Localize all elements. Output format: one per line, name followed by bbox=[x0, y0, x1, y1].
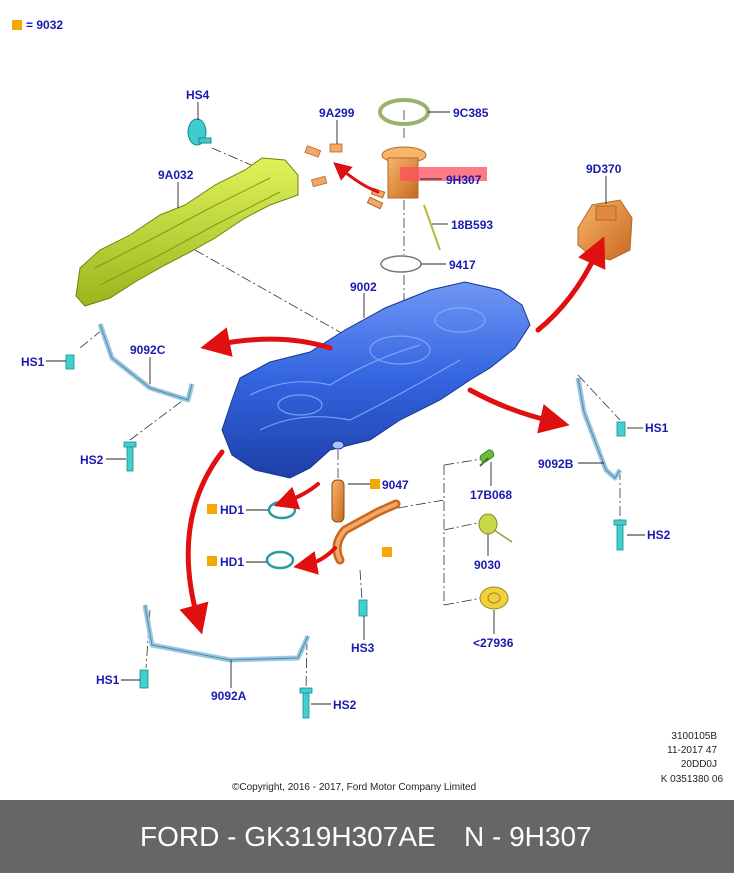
label-hs4: HS4 bbox=[186, 88, 210, 102]
exploded-parts-diagram bbox=[46, 98, 645, 719]
rod-18b593 bbox=[423, 204, 441, 251]
diagram-canvas bbox=[46, 98, 645, 719]
strap-9092c bbox=[97, 323, 195, 403]
direction-arrows bbox=[179, 162, 606, 635]
clamp-hd1-bottom bbox=[265, 550, 295, 570]
copyright-text: ©Copyright, 2016 - 2017, Ford Motor Comp… bbox=[232, 782, 477, 793]
part-27936 bbox=[479, 586, 509, 610]
label-9417: 9417 bbox=[449, 258, 476, 272]
label-9092a: 9092A bbox=[211, 689, 247, 703]
fuel-tank-9002 bbox=[221, 281, 531, 479]
label-hs3: HS3 bbox=[351, 641, 375, 655]
label-hs2-left: HS2 bbox=[80, 453, 104, 467]
label-9a299: 9A299 bbox=[319, 106, 355, 120]
filler-pipe-9047 bbox=[331, 479, 401, 565]
legend-symbol-hd1-top bbox=[207, 504, 217, 514]
label-9c385: 9C385 bbox=[453, 106, 489, 120]
legend-symbol bbox=[12, 20, 22, 30]
label-9002: 9002 bbox=[350, 280, 377, 294]
label-hd1-top: HD1 bbox=[220, 503, 245, 517]
legend-symbol-9047 bbox=[370, 479, 380, 489]
legend-text: = 9032 bbox=[26, 18, 64, 32]
label-9092c: 9092C bbox=[130, 343, 166, 357]
label-27936: <27936 bbox=[473, 636, 514, 650]
cap-9030 bbox=[478, 513, 513, 543]
clamp-hd1-top bbox=[267, 500, 297, 520]
reference-code-1: 3100105B bbox=[671, 731, 717, 742]
footer-bar: FORD - GK319H307AE N - 9H307 bbox=[0, 800, 734, 873]
label-9047: 9047 bbox=[382, 478, 409, 492]
label-9h307: 9H307 bbox=[446, 173, 482, 187]
label-hs2-bottom: HS2 bbox=[333, 698, 357, 712]
footer-part-code: N - 9H307 bbox=[464, 821, 592, 852]
reference-code-4: K 0351380 06 bbox=[660, 774, 723, 785]
highlight-9h307 bbox=[400, 167, 487, 181]
label-hs2-right: HS2 bbox=[647, 528, 671, 542]
strap-9092a bbox=[142, 604, 311, 663]
label-hd1-bottom: HD1 bbox=[220, 555, 245, 569]
legend-symbol-filler-pipe bbox=[382, 547, 392, 557]
label-9a032: 9A032 bbox=[158, 168, 194, 182]
clips-9a299 bbox=[304, 143, 343, 188]
label-9092b: 9092B bbox=[538, 457, 574, 471]
fasteners bbox=[65, 354, 627, 719]
seal-9417 bbox=[380, 255, 422, 273]
label-17b068: 17B068 bbox=[470, 488, 513, 502]
part-17b068 bbox=[479, 449, 495, 467]
footer-part-number: FORD - GK319H307AE bbox=[140, 821, 436, 852]
label-hs1-left: HS1 bbox=[21, 355, 45, 369]
label-18b593: 18B593 bbox=[451, 218, 494, 232]
reference-code-2: 11-2017 47 bbox=[667, 745, 717, 756]
label-9d370: 9D370 bbox=[586, 162, 622, 176]
leader-lines bbox=[46, 102, 645, 705]
label-9030: 9030 bbox=[474, 558, 501, 572]
reference-code-3: 20DD0J bbox=[680, 759, 717, 770]
label-hs1-bottom: HS1 bbox=[96, 673, 120, 687]
label-hs1-right: HS1 bbox=[645, 421, 669, 435]
legend-symbol-hd1-bottom bbox=[207, 556, 217, 566]
component-9d370 bbox=[577, 199, 633, 261]
stud-hs4 bbox=[187, 118, 212, 146]
